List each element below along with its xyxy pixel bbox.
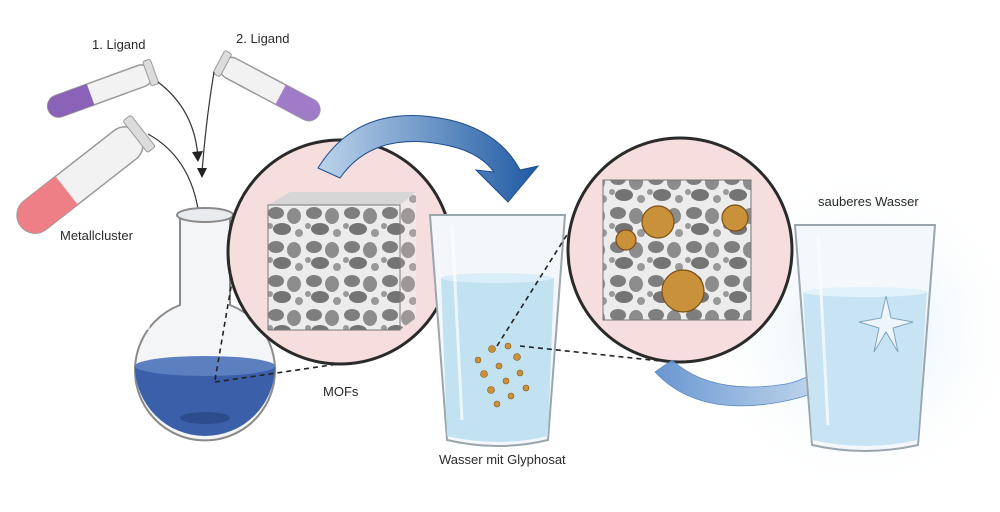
label-ligand-2: 2. Ligand xyxy=(236,31,290,46)
pour-arrow-line xyxy=(157,81,199,159)
pour-arrow-head xyxy=(197,168,207,178)
zoom-line xyxy=(519,345,671,363)
label-mofs: MOFs xyxy=(323,384,359,399)
glass-icon xyxy=(793,224,937,452)
label-ligand-1: 1. Ligand xyxy=(92,37,146,52)
test-tube-icon xyxy=(16,115,156,234)
pour-arrow-head xyxy=(192,151,203,162)
star-sparkle-icon xyxy=(858,295,914,353)
curved-arrow-icon xyxy=(317,114,540,203)
glyphosate-molecule xyxy=(615,204,749,313)
label-metallcluster: Metallcluster xyxy=(60,228,133,243)
test-tube-icon xyxy=(46,59,159,118)
glass-icon xyxy=(428,214,567,447)
glyphosate-particles xyxy=(474,342,530,408)
label-clean-water: sauberes Wasser xyxy=(818,194,919,209)
pour-arrow-line xyxy=(201,71,215,173)
flask-icon xyxy=(134,207,276,442)
zoom-line xyxy=(214,363,339,383)
zoom-line xyxy=(496,221,576,347)
magnifier-adsorption xyxy=(566,136,794,364)
sponge-cube-icon xyxy=(267,192,416,331)
test-tube-icon xyxy=(212,50,321,122)
magnifier-mof xyxy=(226,138,454,366)
label-water-glyphosat: Wasser mit Glyphosat xyxy=(439,452,566,467)
